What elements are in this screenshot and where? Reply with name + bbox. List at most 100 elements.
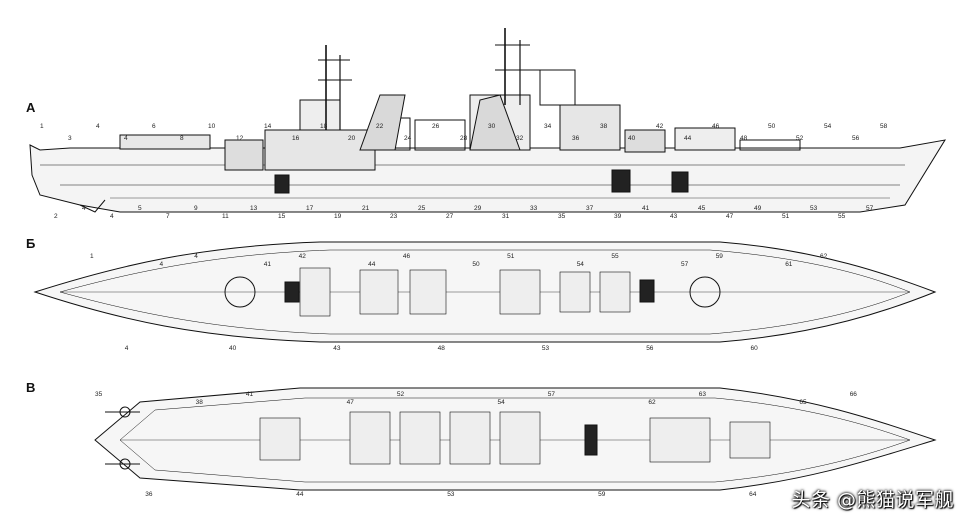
profile-callout: 21 bbox=[362, 205, 370, 212]
profile-callout: 40 bbox=[628, 135, 636, 142]
profile-callout: 32 bbox=[516, 135, 524, 142]
deck-b-callout: 54 bbox=[577, 261, 585, 268]
profile-callout: 48 bbox=[740, 135, 748, 142]
deck-v-callout: 36 bbox=[145, 491, 153, 498]
profile-callout: 47 bbox=[726, 213, 734, 220]
profile-callout: 36 bbox=[572, 135, 580, 142]
deck-b-callout: 4 bbox=[125, 345, 129, 352]
profile-callout: 1 bbox=[40, 123, 44, 130]
profile-callout: 4 bbox=[110, 213, 114, 220]
profile-callout: 3 bbox=[68, 135, 72, 142]
deck-b-callout: 1 bbox=[90, 253, 94, 260]
deck-plan-b bbox=[33, 241, 937, 343]
profile-callout: 44 bbox=[684, 135, 692, 142]
deck-b-callout: 42 bbox=[299, 253, 307, 260]
profile-callout: 17 bbox=[306, 205, 314, 212]
profile-callout: 35 bbox=[558, 213, 566, 220]
profile-callout: 53 bbox=[810, 205, 818, 212]
deck-b-callout: 51 bbox=[507, 253, 515, 260]
profile-callout: 23 bbox=[390, 213, 398, 220]
profile-callout: 45 bbox=[698, 205, 706, 212]
deck-b-callout: 57 bbox=[681, 261, 689, 268]
deck-b-callout: 56 bbox=[646, 345, 654, 352]
profile-callout: 10 bbox=[208, 123, 216, 130]
profile-callout: 49 bbox=[754, 205, 762, 212]
profile-callout: 38 bbox=[600, 123, 608, 130]
profile-callout: 30 bbox=[488, 123, 496, 130]
profile-callout: 43 bbox=[670, 213, 678, 220]
profile-view bbox=[29, 28, 947, 213]
deck-v-callout: 59 bbox=[598, 491, 606, 498]
profile-callout: 9 bbox=[194, 205, 198, 212]
profile-callout: 7 bbox=[166, 213, 170, 220]
deck-b-callout: 60 bbox=[751, 345, 759, 352]
deck-v-callout: 65 bbox=[799, 399, 807, 406]
profile-callout: 26 bbox=[432, 123, 440, 130]
profile-callout: 8 bbox=[180, 135, 184, 142]
deck-b-callout: 40 bbox=[229, 345, 237, 352]
profile-callout: 33 bbox=[530, 205, 538, 212]
section-label-a: A bbox=[26, 100, 36, 115]
deck-b-callout: 4 bbox=[194, 253, 198, 260]
deck-v-callout: 47 bbox=[347, 399, 355, 406]
deck-b-callout: 44 bbox=[368, 261, 376, 268]
deck-v-callout: 67 bbox=[900, 491, 908, 498]
deck-b-callout: 50 bbox=[472, 261, 480, 268]
deck-v-callout: 41 bbox=[246, 391, 254, 398]
watermark: 头条 @熊猫说军舰 bbox=[791, 489, 954, 511]
deck-v-callout: 35 bbox=[95, 391, 103, 398]
deck-b-callout: 55 bbox=[611, 253, 619, 260]
profile-callout: 46 bbox=[712, 123, 720, 130]
profile-callout: 27 bbox=[446, 213, 454, 220]
deck-v-callout: 62 bbox=[648, 399, 656, 406]
deck-b-callout: 62 bbox=[820, 253, 828, 260]
profile-callout: 52 bbox=[796, 135, 804, 142]
profile-callout: 42 bbox=[656, 123, 664, 130]
deck-b-callout: 46 bbox=[403, 253, 411, 260]
profile-callout: 57 bbox=[866, 205, 874, 212]
deck-b-callout: 4 bbox=[160, 261, 164, 268]
deck-v-callout: 63 bbox=[699, 391, 707, 398]
profile-callout: 16 bbox=[292, 135, 300, 142]
profile-callout: 28 bbox=[460, 135, 468, 142]
deck-b-callout: 53 bbox=[542, 345, 550, 352]
profile-callout: 50 bbox=[768, 123, 776, 130]
deck-b-callout: 61 bbox=[785, 261, 793, 268]
profile-callout: 39 bbox=[614, 213, 622, 220]
deck-v-callout: 44 bbox=[296, 491, 304, 498]
profile-callout: 20 bbox=[348, 135, 356, 142]
callout-labels: 1234444567891011121314151617181920212223… bbox=[40, 123, 908, 498]
deck-b-callout: 41 bbox=[264, 261, 272, 268]
profile-callout: 2 bbox=[54, 213, 58, 220]
section-label-v: В bbox=[26, 380, 36, 395]
profile-callout: 18 bbox=[320, 123, 328, 130]
profile-callout: 37 bbox=[586, 205, 594, 212]
profile-callout: 55 bbox=[838, 213, 846, 220]
profile-callout: 5 bbox=[138, 205, 142, 212]
deck-v-callout: 38 bbox=[196, 399, 204, 406]
deck-v-callout: 57 bbox=[548, 391, 556, 398]
deck-v-callout: 54 bbox=[498, 399, 506, 406]
profile-callout: 51 bbox=[782, 213, 790, 220]
profile-callout: 11 bbox=[222, 213, 229, 220]
profile-callout: 12 bbox=[236, 135, 244, 142]
profile-callout: 41 bbox=[642, 205, 650, 212]
profile-callout: 4 bbox=[82, 205, 86, 212]
section-label-b: Б bbox=[26, 236, 36, 251]
deck-v-callout: 64 bbox=[749, 491, 757, 498]
profile-callout: 29 bbox=[474, 205, 482, 212]
profile-callout: 58 bbox=[880, 123, 888, 130]
profile-callout: 19 bbox=[334, 213, 342, 220]
profile-callout: 4 bbox=[96, 123, 100, 130]
profile-callout: 22 bbox=[376, 123, 384, 130]
profile-callout: 25 bbox=[418, 205, 426, 212]
profile-callout: 4 bbox=[124, 135, 128, 142]
profile-callout: 15 bbox=[278, 213, 286, 220]
deck-b-callout: 48 bbox=[438, 345, 446, 352]
deck-v-callout: 66 bbox=[850, 391, 858, 398]
profile-callout: 31 bbox=[502, 213, 510, 220]
profile-callout: 34 bbox=[544, 123, 552, 130]
profile-hull bbox=[29, 139, 947, 213]
